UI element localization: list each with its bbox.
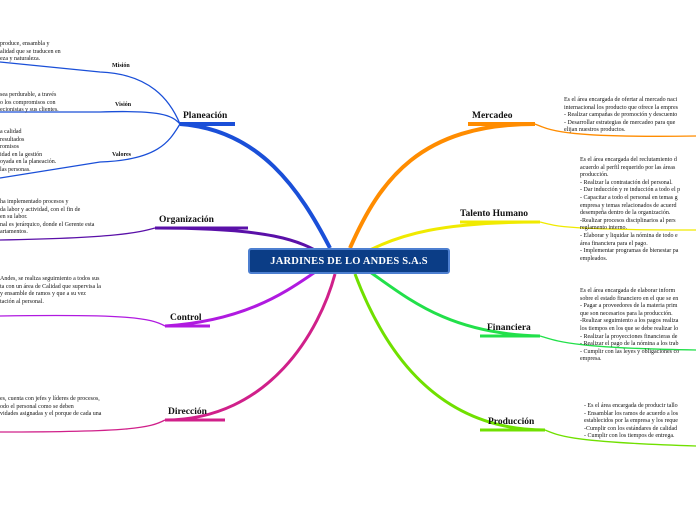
note-mision: produce, ensambla y alidad que se traduc… [0,41,61,63]
subtopic-valores[interactable]: Valores [112,152,132,158]
note-financiera: Es el área encargada de elaborar inform … [580,288,680,363]
connector-mercadeo [348,122,536,249]
subtopic-vision[interactable]: Visión [115,102,132,108]
note-valores: a calidad resultados romisos idad en la … [0,129,57,173]
branch-financiera[interactable]: Financiera [487,323,531,333]
note-organizacion: ha implementado procesos y da labor y ac… [0,199,95,236]
note-direccion: es, cuenta con jefes y líderes de proces… [0,396,102,418]
connector-talento [369,220,541,252]
branch-planeacion[interactable]: Planeación [183,111,228,121]
connector-financiera-note [539,335,696,351]
connector-financiera [369,270,541,338]
connector-direccion [164,273,337,422]
branch-mercadeo[interactable]: Mercadeo [472,111,513,121]
connector-mercadeo-note [534,123,696,137]
branch-control[interactable]: Control [170,313,202,323]
connector-valores [0,123,181,179]
note-mercadeo: Es el área encargada de ofertar al merca… [564,97,678,134]
connector-talento-note [539,221,696,231]
subtopic-mision[interactable]: Misión [112,63,130,69]
connector-mision [0,61,181,125]
branch-produccion[interactable]: Producción [488,417,535,427]
connector-vision [0,110,181,125]
connector-produccion [353,273,546,432]
note-vision: sea perdurable, a través o los compromis… [0,92,59,114]
connector-organizacion-note [0,227,156,241]
note-talento-humano: Es el área encargada del reclutamiento d… [580,157,681,262]
connector-control-note [0,314,166,327]
branch-talento-humano[interactable]: Talento Humano [460,209,529,219]
branch-direccion[interactable]: Dirección [168,407,207,417]
central-topic[interactable]: JARDINES DE LO ANDES S.A.S [248,248,450,274]
connector-produccion-note [544,429,696,447]
connector-direccion-note [0,419,166,433]
note-produccion: - Es el área encargada de producir tallo… [584,403,679,440]
branch-organizacion[interactable]: Organización [159,215,214,225]
connector-planeacion [179,122,332,249]
note-control: Andes, se realiza seguimiento a todos su… [0,276,101,305]
